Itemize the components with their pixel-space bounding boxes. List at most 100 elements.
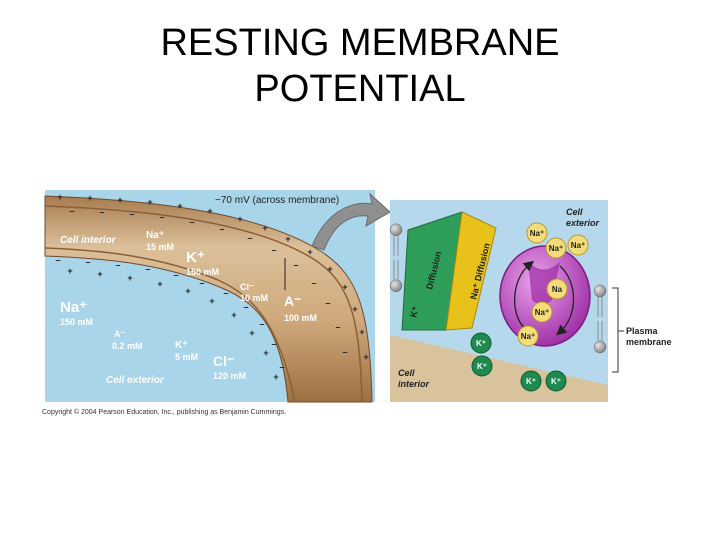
lipid-head	[594, 341, 606, 353]
negative-charge: –	[159, 212, 164, 222]
negative-charge: –	[129, 209, 134, 219]
plasma-membrane-callout: Plasma membrane	[612, 288, 672, 372]
negative-charge: –	[325, 298, 330, 308]
na-ion-label: Na⁺	[530, 229, 544, 238]
a-exterior-conc: 0.2 mM	[112, 341, 143, 351]
negative-charge: –	[55, 255, 60, 265]
cl-exterior-ion: Cl⁻	[213, 353, 234, 369]
negative-charge: –	[85, 257, 90, 267]
cell-exterior-label-right: Cell	[566, 207, 583, 217]
positive-charge: +	[273, 372, 278, 382]
positive-charge: +	[209, 296, 214, 306]
k-ion-4: K⁺	[546, 371, 566, 391]
negative-charge: –	[243, 302, 248, 312]
negative-charge: –	[247, 233, 252, 243]
positive-charge: +	[249, 328, 254, 338]
na-ion-label: Na⁺	[535, 308, 549, 317]
a-interior-conc: 100 mM	[284, 313, 317, 323]
lipid-head	[390, 280, 402, 292]
k-exterior-ion: K⁺	[175, 340, 188, 351]
na-exterior-conc: 150 mM	[60, 317, 93, 327]
na-ion-5: Na⁺	[532, 302, 552, 322]
negative-charge: –	[199, 278, 204, 288]
na-ion-label: Na⁺	[521, 332, 535, 341]
positive-charge: +	[342, 282, 347, 292]
negative-charge: –	[279, 362, 284, 372]
k-ion-label: K⁺	[526, 377, 536, 386]
cl-interior-ion: Cl⁻	[240, 282, 254, 292]
cell-interior-label: Cell interior	[60, 235, 117, 246]
positive-charge: +	[57, 192, 62, 202]
plasma-membrane-label: Plasma	[626, 326, 659, 336]
positive-charge: +	[147, 197, 152, 207]
positive-charge: +	[327, 264, 332, 274]
negative-charge: –	[223, 288, 228, 298]
lipid-head	[390, 224, 402, 236]
left-panel: +++++++++++++++––––––––––––––––––––––––+…	[45, 190, 375, 402]
positive-charge: +	[363, 352, 368, 362]
na-exterior-ion: Na⁺	[60, 299, 87, 316]
negative-charge: –	[271, 339, 276, 349]
na-ion-6: Na⁺	[518, 326, 538, 346]
copyright-notice: Copyright © 2004 Pearson Education, Inc.…	[42, 409, 286, 416]
positive-charge: +	[157, 279, 162, 289]
na-ion-label: Na⁺	[549, 244, 563, 253]
na-interior-ion: Na⁺	[146, 230, 164, 241]
k-ion-label: K⁺	[551, 377, 561, 386]
cl-exterior-conc: 120 mM	[213, 371, 246, 381]
membrane-bracket	[612, 288, 618, 372]
positive-charge: +	[87, 193, 92, 203]
cell-exterior-label-right-2: exterior	[566, 218, 600, 228]
na-ion-2: Na⁺	[546, 238, 566, 258]
negative-charge: –	[69, 206, 74, 216]
cl-interior-conc: 10 mM	[240, 293, 268, 303]
na-ion-4: Na	[547, 279, 567, 299]
positive-charge: +	[177, 201, 182, 211]
k-ion-label: K⁺	[477, 362, 487, 371]
negative-charge: –	[173, 270, 178, 280]
negative-charge: –	[342, 347, 347, 357]
positive-charge: +	[307, 247, 312, 257]
right-panel: Diffusion Na⁺ Diffusion K⁺ Na⁺ Na⁺ Na⁺ N…	[390, 200, 608, 402]
negative-charge: –	[259, 319, 264, 329]
negative-charge: –	[189, 217, 194, 227]
negative-charge: –	[115, 260, 120, 270]
plasma-membrane-label-2: membrane	[626, 337, 672, 347]
k-ion-3: K⁺	[521, 371, 541, 391]
k-interior-conc: 150 mM	[186, 267, 219, 277]
na-ion-label: Na	[552, 285, 563, 294]
lipid-head	[594, 285, 606, 297]
positive-charge: +	[231, 310, 236, 320]
positive-charge: +	[97, 269, 102, 279]
negative-charge: –	[145, 264, 150, 274]
k-ion-label: K⁺	[476, 339, 486, 348]
a-exterior-ion: A⁻	[114, 329, 125, 339]
positive-charge: +	[127, 273, 132, 283]
positive-charge: +	[359, 327, 364, 337]
k-exterior-conc: 5 mM	[175, 352, 198, 362]
k-ion-1: K⁺	[471, 333, 491, 353]
k-interior-ion: K⁺	[186, 249, 205, 266]
negative-charge: –	[219, 224, 224, 234]
positive-charge: +	[237, 214, 242, 224]
na-interior-conc: 15 mM	[146, 242, 174, 252]
na-ion-3: Na⁺	[568, 235, 588, 255]
positive-charge: +	[352, 304, 357, 314]
a-interior-ion: A⁻	[284, 293, 302, 309]
positive-charge: +	[285, 234, 290, 244]
na-ion-1: Na⁺	[527, 223, 547, 243]
positive-charge: +	[117, 195, 122, 205]
negative-charge: –	[99, 207, 104, 217]
negative-charge: –	[335, 322, 340, 332]
cell-exterior-label: Cell exterior	[106, 375, 165, 386]
positive-charge: +	[185, 286, 190, 296]
positive-charge: +	[207, 206, 212, 216]
positive-charge: +	[262, 223, 267, 233]
cell-interior-label-right-2: interior	[398, 379, 430, 389]
negative-charge: –	[311, 278, 316, 288]
na-ion-label: Na⁺	[571, 241, 585, 250]
positive-charge: +	[263, 348, 268, 358]
k-ion-2: K⁺	[472, 356, 492, 376]
cell-interior-label-right: Cell	[398, 368, 415, 378]
